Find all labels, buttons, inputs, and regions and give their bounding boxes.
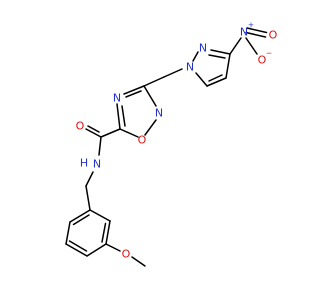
carbonyl-oxygen-label: O: [76, 120, 85, 133]
oxadiazole-n4-label: N: [113, 92, 121, 105]
bond-c5-c4-b: [208, 74, 223, 82]
bond-c3-c4: [86, 243, 107, 257]
methoxy-oxygen-label: O: [122, 248, 131, 261]
nitro-nitrogen-charge: +: [248, 21, 254, 30]
molecule-structure: N + O O − N N N N O O N H O: [65, 21, 278, 267]
nitro-nitrogen-label: N: [240, 26, 248, 39]
bond-ch2-c1: [85, 185, 91, 211]
nitro-oxygen-charge: −: [266, 49, 272, 58]
pyrazole-n2-label: N: [199, 42, 207, 55]
oxadiazole-n2-label: N: [155, 107, 163, 120]
amide-nitrogen-label: N: [93, 158, 101, 171]
bond-c5-c4-a: [206, 77, 227, 87]
bond-c3-n4-b: [125, 90, 142, 98]
bond-c3-n2ox: [143, 85, 157, 107]
bond-o1-c5: [119, 128, 139, 138]
nitro-oxygen-single-label: O: [258, 54, 267, 67]
bond-ch2-c3ox: [143, 76, 165, 87]
bond-c6-c1: [69, 209, 91, 223]
bond-c5-camide: [100, 128, 121, 138]
bond-c-n-amide: [98, 136, 102, 156]
nitro-oxygen-double-label: O: [269, 29, 278, 42]
bond-c2-c3-inner: [101, 222, 107, 243]
amide-hydrogen-label: H: [80, 157, 88, 170]
oxadiazole-o1-label: O: [138, 134, 147, 147]
bond-c5-n4-b: [121, 105, 126, 127]
bond-c4-c5-inner: [68, 240, 88, 252]
bond-c-o-double-b: [87, 125, 100, 133]
bonds: [65, 27, 268, 267]
bond-c4-c3: [225, 53, 231, 79]
bond-n-o-double-b: [245, 31, 267, 38]
bond-c2-c3: [105, 220, 111, 245]
bond-n2-o1: [144, 119, 157, 136]
bond-nitro-c3: [229, 37, 242, 55]
bond-c3-n2-a: [210, 49, 231, 55]
atom-labels: N + O O − N N N N O O N H O: [76, 21, 278, 261]
bond-n-ch2: [85, 171, 94, 187]
bond-n1-ch2: [163, 68, 183, 78]
pyrazole-n1-label: N: [186, 61, 194, 74]
bond-c3-n2-b: [208, 54, 226, 59]
bond-n1-c5: [195, 72, 208, 87]
bond-c3-n4-a: [123, 85, 145, 95]
bond-c-o-double-a: [85, 128, 102, 138]
bond-n-o-single: [245, 37, 258, 55]
bond-c1-c2: [89, 209, 111, 222]
bond-c6-c1-inner: [72, 214, 90, 226]
bond-c5-c6: [65, 221, 71, 245]
bond-o-ch3: [131, 256, 146, 267]
bond-c5-n4-a: [116, 103, 121, 130]
bond-n2-n1: [192, 51, 199, 62]
bond-c3-o: [105, 243, 121, 252]
bond-n-o-double-a: [246, 27, 268, 34]
bond-c4-c5: [65, 243, 88, 257]
